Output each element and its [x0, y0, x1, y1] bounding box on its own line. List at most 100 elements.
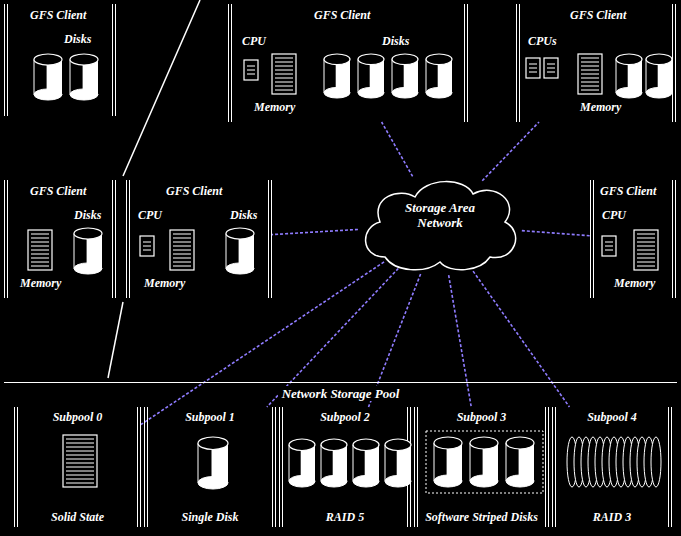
stripe-group [426, 431, 543, 493]
memory-line [66, 451, 94, 452]
memory-line [31, 262, 49, 263]
memory-line [31, 234, 49, 235]
network-link [382, 122, 413, 176]
disk-edge [358, 59, 359, 92]
memory-line [275, 86, 293, 87]
disk-top [392, 54, 418, 65]
node-label: CPU [602, 208, 626, 222]
disk-bottom [506, 475, 534, 487]
memory-line [31, 246, 49, 247]
memory-line [637, 258, 655, 259]
memory-line [66, 475, 94, 476]
memory-line [31, 258, 49, 259]
disk-top [616, 54, 642, 65]
memory-line [275, 74, 293, 75]
node-label: Memory [144, 276, 185, 290]
disk-edge [426, 59, 427, 92]
disk-edge [321, 445, 322, 481]
node-label: Single Disk [152, 510, 268, 524]
node-label: Disks [230, 208, 257, 222]
disk-top [434, 437, 462, 449]
disk-edge [392, 59, 393, 92]
disk-top [198, 437, 228, 449]
disk-edge [470, 443, 471, 481]
disk-bottom [434, 475, 462, 487]
memory-line [173, 258, 191, 259]
disk-edge [324, 59, 325, 92]
disk-top [506, 437, 534, 449]
cpu-line [547, 72, 555, 73]
cpu-icon [544, 58, 558, 78]
node-heading: GFS Client [600, 184, 656, 198]
disk-edge [506, 443, 507, 481]
memory-line [275, 58, 293, 59]
memory-icon [63, 435, 97, 487]
node-label: Solid State [22, 510, 133, 524]
memory-line [173, 242, 191, 243]
disk-bottom [426, 87, 452, 98]
node-heading: Storage Area Network [405, 200, 475, 230]
memory-line [173, 262, 191, 263]
icon-layer [283, 407, 413, 527]
node-heading: Subpool 3 [418, 410, 545, 424]
memory-line [637, 266, 655, 267]
disk-bottom [321, 475, 347, 487]
node-heading: GFS Client [30, 8, 86, 22]
cpu-line [247, 74, 255, 75]
disk-top [646, 54, 672, 65]
cpu-line [529, 72, 537, 73]
cpu-icon [244, 60, 258, 80]
node-label: CPU [138, 208, 162, 222]
memory-line [66, 455, 94, 456]
network-link [482, 122, 539, 181]
memory-line [637, 242, 655, 243]
memory-line [275, 70, 293, 71]
node-label: Disks [64, 32, 91, 46]
node-heading: GFS Client [166, 184, 222, 198]
memory-line [581, 86, 599, 87]
cpu-line [143, 242, 151, 243]
disk-bottom [289, 475, 315, 487]
node-label: Memory [254, 100, 295, 114]
memory-line [581, 58, 599, 59]
disk-edge [385, 445, 386, 481]
disk-edge [616, 59, 617, 92]
memory-line [275, 66, 293, 67]
disk-top [426, 54, 452, 65]
node-label: Memory [20, 276, 61, 290]
cpu-line [605, 250, 613, 251]
network-cloud: Storage Area Network [355, 172, 525, 277]
disk-edge [353, 445, 354, 481]
memory-line [66, 447, 94, 448]
memory-icon [272, 54, 296, 94]
cpu-line [247, 66, 255, 67]
memory-line [31, 250, 49, 251]
slant-line [123, 0, 200, 176]
network-link [449, 275, 472, 407]
cpu-line [529, 68, 537, 69]
memory-line [637, 250, 655, 251]
disk-bottom [616, 87, 642, 98]
disk-edge [226, 234, 227, 269]
disk-top [70, 54, 98, 65]
cpu-line [605, 242, 613, 243]
subpool-box: Subpool 1 Single Disk [144, 407, 276, 527]
memory-line [581, 70, 599, 71]
slant-line [108, 302, 123, 378]
node-heading: Network Storage Pool [278, 386, 404, 401]
cpu-icon [526, 58, 540, 78]
memory-line [66, 483, 94, 484]
disk-bottom [646, 87, 672, 98]
node-heading: Subpool 1 [148, 410, 272, 424]
node-label: Disks [74, 208, 101, 222]
subpool-box: Subpool 2RAID 5 [279, 407, 411, 527]
raid-disc [651, 437, 661, 487]
memory-line [637, 262, 655, 263]
disk-top [324, 54, 350, 65]
subpool-box: Subpool 0Solid State [14, 407, 141, 527]
disk-edge [289, 445, 290, 481]
cpu-line [143, 246, 151, 247]
memory-line [173, 234, 191, 235]
node-label: RAID 5 [287, 510, 403, 524]
memory-line [66, 463, 94, 464]
